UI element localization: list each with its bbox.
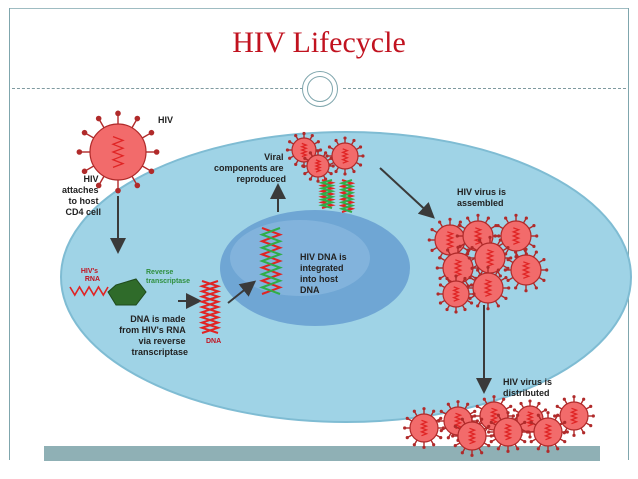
slide-title: HIV Lifecycle [232,26,406,59]
label-hiv: HIV [158,115,173,125]
label-integrated-line-1: HIV DNA is [300,252,347,262]
label-hivs-rna: HIV's RNA [81,268,100,283]
label-attaches-line-2: attaches [62,185,99,195]
hiv-virus-distributed-icon [451,415,493,457]
label-assembled-line-1: HIV virus is [457,187,506,197]
reproduced-strand-helix [318,179,336,209]
label-hivs-rna-line-1: HIV's [81,268,98,275]
label-viral-components: Viral components are reproduced [214,152,286,184]
viral-rna-strand [69,285,109,297]
label-attaches-line-3: to host [68,196,98,206]
divider-ornament-icon [302,71,338,107]
reverse-transcriptase-enzyme-icon [107,278,147,306]
label-integrated-line-4: DNA [300,285,320,295]
slide-bottom-bar [44,446,600,461]
label-viral-components-line-1: Viral [264,152,283,162]
label-viral-components-line-2: components are [214,163,284,173]
label-dna-made-line-4: transcriptase [131,347,188,357]
label-distributed-line-2: distributed [503,388,550,398]
label-assembled: HIV virus is assembled [457,187,509,208]
label-dna-is-made: DNA is made from HIV's RNA via reverse t… [119,314,188,357]
reproduced-strand-helix [338,179,356,213]
viral-dna-helix [198,280,222,334]
hiv-virus-distributed-icon [527,411,569,453]
label-distributed: HIV virus is distributed [503,377,555,398]
hiv-virus-distributed-icon [403,407,445,449]
label-assembled-line-2: assembled [457,198,504,208]
hiv-virus-assembled-icon [436,274,476,314]
label-attaches-line-1: HIV [83,174,98,184]
title-divider-right [343,88,626,89]
label-reverse-transcriptase-line-1: Reverse [146,269,173,276]
label-distributed-line-1: HIV virus is [503,377,552,387]
hiv-virus-assembled-icon [503,247,549,293]
viral-component-icon [301,149,335,183]
label-integrated-line-3: into host [300,274,338,284]
arrow-components-to-assembled [379,167,435,219]
arrow-dna-to-nucleus [227,280,257,304]
hiv-virus-assembled-icon [465,265,511,311]
label-hivs-rna-line-2: RNA [85,276,100,283]
label-reverse-transcriptase-line-2: transcriptase [146,278,190,285]
label-dna-made-line-1: DNA is made [130,314,185,324]
integrated-dna-helix [259,227,283,295]
label-viral-components-line-3: reproduced [236,174,286,184]
label-reverse-transcriptase: Reverse transcriptase [146,269,190,285]
title-divider-left [12,88,303,89]
viral-component-icon [325,136,365,176]
slide-frame-top [9,8,629,9]
slide-frame-left [9,8,10,460]
label-integrated: HIV DNA is integrated into host DNA [300,252,349,295]
label-dna-made-line-2: from HIV's RNA [119,325,186,335]
label-dna: DNA [206,338,221,345]
label-attaches-line-4: CD4 cell [65,207,101,217]
viral-component-icon [285,131,323,169]
label-integrated-line-2: integrated [300,263,344,273]
hiv-virus-distributed-icon [487,411,529,453]
slide-frame-right [628,8,629,460]
hiv-virus-attaching-icon [76,110,160,194]
label-attaches-to-host: HIV attaches to host CD4 cell [62,174,101,217]
label-dna-made-line-3: via reverse [138,336,185,346]
